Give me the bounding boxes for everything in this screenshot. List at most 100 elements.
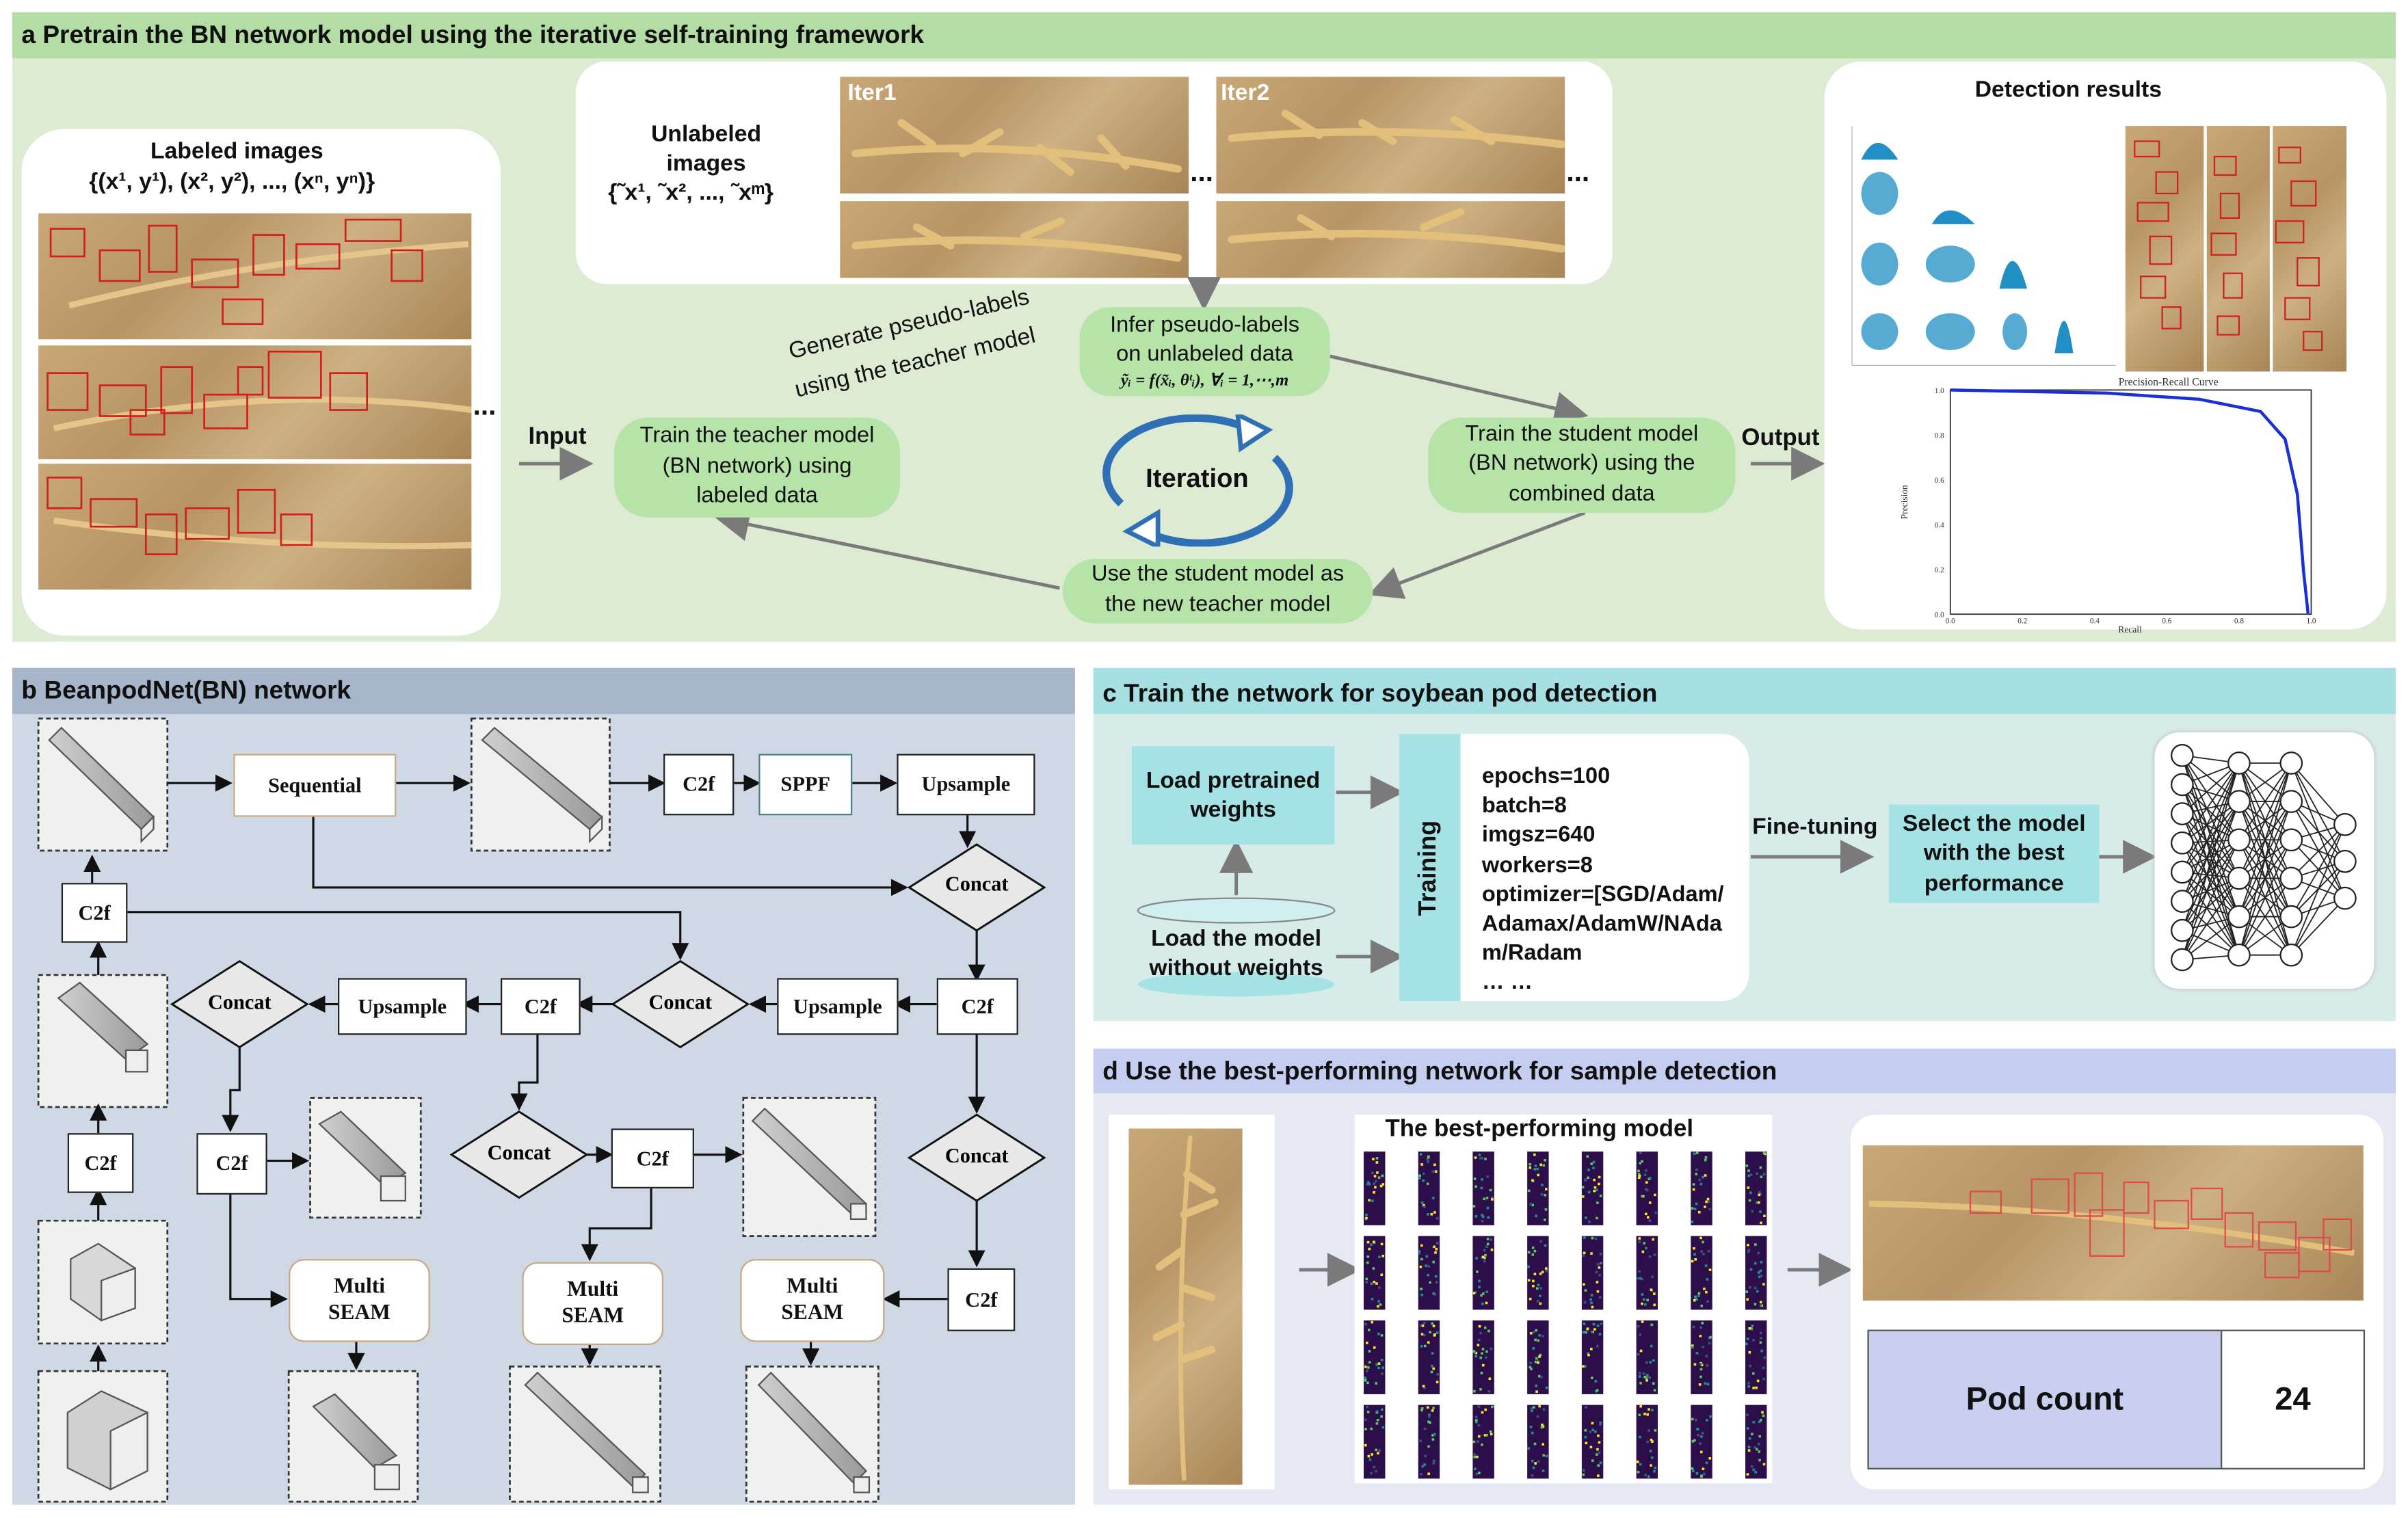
nn-node (2171, 802, 2194, 825)
infer-text-1: Infer pseudo-labels (1110, 313, 1300, 338)
c2f-block-left-lower: C2f (67, 1133, 134, 1193)
panel-d-title: d Use the best-performing network for sa… (1102, 1058, 1777, 1086)
panel-b-header (12, 667, 1075, 715)
unlabeled-images-title-2: images (666, 150, 746, 177)
pod-count-value: 24 (2220, 1329, 2366, 1469)
labeled-bboxes-overlay (47, 218, 472, 555)
pr-y-tick-3: 0.4 (1935, 522, 1944, 530)
c2f-block-top: C2f (663, 754, 735, 816)
feature-map (1745, 1151, 1767, 1225)
infer-text-2: on unlabeled data (1116, 342, 1294, 367)
sequential-block: Sequential (233, 754, 397, 817)
labeled-ellipsis: ... (473, 390, 497, 421)
iter2-label: Iter2 (1221, 79, 1270, 106)
feature-map (1581, 1236, 1604, 1310)
feature-map (1527, 1404, 1549, 1479)
unlabeled-iter1-image-1 (840, 77, 1189, 194)
unlabeled-images-title-1: Unlabeled (651, 121, 762, 148)
nn-node (2279, 943, 2303, 967)
concat-block-right-bottom: Concat (944, 1143, 1009, 1167)
concat-block-center: Concat (487, 1141, 551, 1164)
unlabeled-ellipsis-1: ... (1190, 157, 1213, 187)
nn-node (2171, 948, 2194, 972)
upsample-block-mid-right: Upsample (777, 978, 899, 1035)
nn-node (2333, 886, 2357, 910)
nn-edge (2182, 801, 2240, 931)
feature-map (1581, 1404, 1604, 1479)
training-label: Training (1415, 819, 1442, 916)
nn-edge (2290, 861, 2346, 956)
nn-node (2279, 828, 2303, 852)
nn-edge (2182, 801, 2240, 844)
nn-edge (2182, 877, 2240, 931)
pr-y-tick-2: 0.6 (1935, 477, 1944, 485)
feature-map (1691, 1320, 1712, 1394)
panel-c-header (1093, 667, 2396, 715)
feature-map (1691, 1404, 1712, 1479)
pr-chart-frame (1949, 389, 2312, 615)
pr-x-tick-3: 0.6 (2162, 617, 2171, 626)
feature-map (1364, 1151, 1386, 1225)
c2f-block-mid: C2f (501, 978, 581, 1035)
panel-a-arrows (518, 277, 1825, 599)
seam-1-line-1: Multi (333, 1275, 385, 1299)
concat-block-right-top: Concat (944, 872, 1009, 896)
c2f-block-lower-center: C2f (611, 1128, 694, 1189)
training-param-4: optimizer=[SGD/Adam/ (1481, 882, 1724, 907)
pr-x-tick-0: 0.0 (1946, 617, 1955, 626)
result-bboxes-overlay (1868, 1172, 2355, 1279)
detection-image-1 (2125, 126, 2204, 372)
feature-map (1418, 1236, 1440, 1310)
nn-edge (2182, 801, 2240, 873)
feature-map (1745, 1320, 1767, 1394)
nn-node (2227, 751, 2251, 775)
nn-edge (2182, 877, 2240, 960)
training-param-2: imgsz=640 (1481, 823, 1596, 849)
nn-edge (2238, 877, 2292, 956)
database-bottom (1137, 972, 1335, 997)
iteration-cycle-icon (1102, 414, 1293, 547)
feature-map (1418, 1404, 1440, 1479)
nn-edge (2290, 898, 2346, 956)
multi-seam-block-1: Multi SEAM (289, 1259, 430, 1342)
feature-map (1472, 1236, 1494, 1310)
output-label: Output (1741, 425, 1820, 452)
concat-block-mid-right: Concat (648, 990, 713, 1014)
labeled-images-formula: {(x¹, y¹), (x², y²), ..., (xⁿ, yⁿ)} (89, 169, 375, 196)
feature-map (1636, 1320, 1658, 1394)
training-param-6: m/Radam (1481, 941, 1583, 966)
unlabeled-images-formula: {˜x¹, ˜x², ..., ˜xᵐ} (608, 179, 773, 206)
c2f-block-left-upper: C2f (61, 883, 128, 943)
seam-1-line-2: SEAM (328, 1302, 391, 1325)
nn-node (2171, 773, 2194, 797)
pr-x-tick-2: 0.4 (2090, 617, 2100, 626)
feature-map (1527, 1236, 1549, 1310)
nn-edge (2182, 762, 2240, 814)
panel-d-header (1093, 1048, 2396, 1093)
feature-maps-grid (1364, 1151, 1767, 1479)
labeled-images-title: Labeled images (150, 138, 323, 165)
seam-3-line-1: Multi (786, 1275, 838, 1299)
feature-map (1364, 1320, 1386, 1394)
pr-curve-line (1950, 388, 2310, 615)
feature-map (1418, 1320, 1440, 1394)
nn-node (2227, 905, 2251, 929)
seam-2-line-2: SEAM (561, 1305, 624, 1329)
training-param-3: workers=8 (1481, 853, 1593, 878)
feature-map (1472, 1320, 1494, 1394)
feature-map (1745, 1236, 1767, 1310)
panel-b-graph (37, 717, 1046, 1503)
feature-map (1527, 1320, 1549, 1394)
nn-edge (2182, 801, 2240, 902)
panel-a-header (12, 12, 2396, 59)
pr-x-tick-4: 0.8 (2234, 617, 2244, 626)
nn-edge (2290, 801, 2346, 899)
nn-node (2227, 866, 2251, 890)
nn-node (2333, 812, 2357, 836)
nn-edge (2182, 916, 2240, 961)
upsample-block-top: Upsample (897, 754, 1035, 816)
sppf-block: SPPF (758, 754, 853, 816)
feature-map (1364, 1404, 1386, 1479)
sample-pods-overlay (1152, 1135, 1219, 1481)
